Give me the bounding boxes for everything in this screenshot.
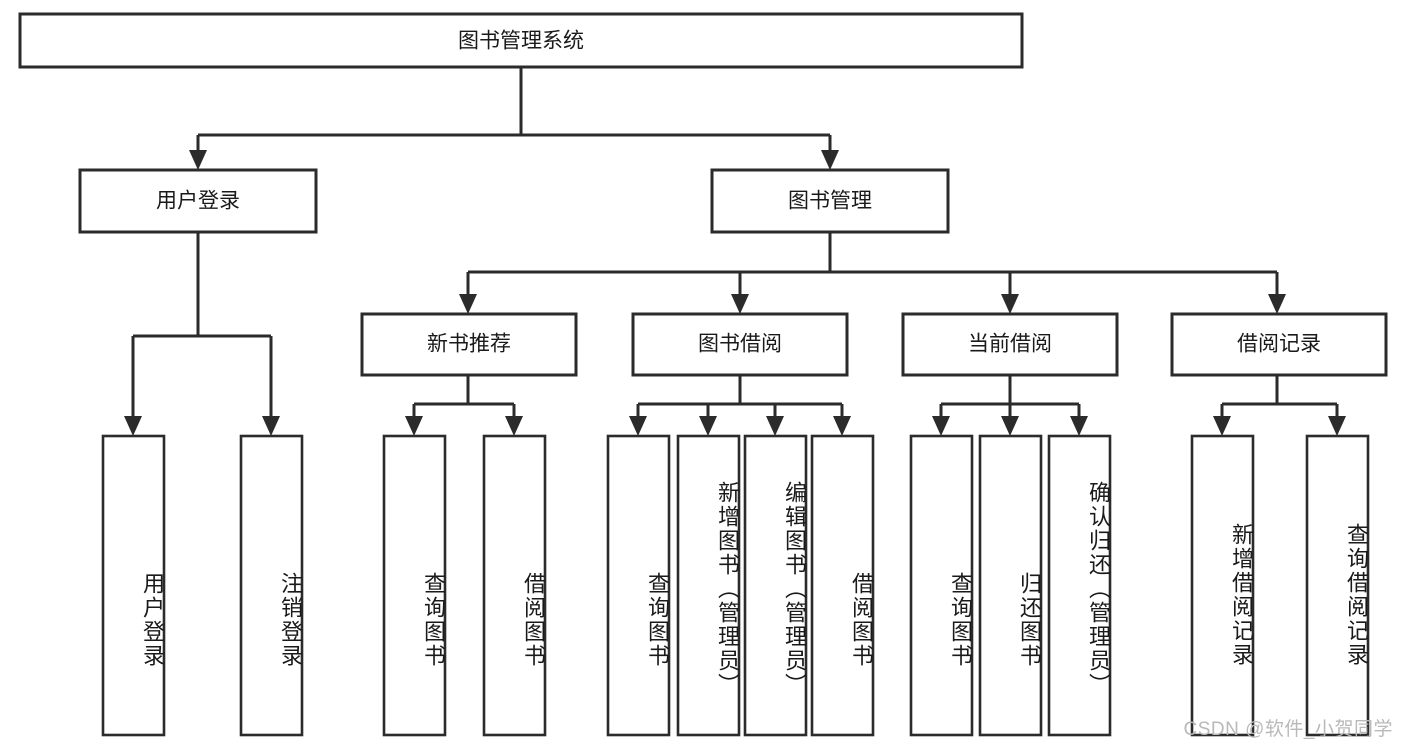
leaf-label-borrow-3: 编辑图书（管理员） (782, 481, 807, 697)
node-user-login[interactable]: 用户登录 (78, 168, 318, 234)
arrowhead-level3-2 (731, 294, 749, 314)
node-book-management-label: 图书管理 (788, 190, 872, 213)
node-current-borrow[interactable]: 当前借阅 (901, 312, 1119, 377)
arrowhead-borrow-leaf-1 (629, 416, 647, 436)
arrowhead-userlogin-leaf-1 (124, 416, 142, 436)
leaf-box-records-1[interactable] (1190, 434, 1255, 737)
leaf-box-records-2[interactable] (1305, 434, 1370, 737)
leaf-label-newbook-2: 借阅图书 (521, 572, 546, 668)
node-borrow-records[interactable]: 借阅记录 (1170, 312, 1388, 377)
arrowhead-level3-4 (1268, 294, 1286, 314)
node-borrow-records-label: 借阅记录 (1237, 333, 1321, 356)
node-layer: 图书管理系统 用户登录 图书管理 新书推荐 图书借阅 当前 (18, 12, 1388, 737)
arrowhead-borrow-leaf-3 (766, 416, 784, 436)
arrowhead-borrow-leaf-4 (833, 416, 851, 436)
leaf-label-borrow-1: 查询图书 (645, 572, 670, 668)
arrowhead-newbook-leaf-1 (405, 416, 423, 436)
node-root[interactable]: 图书管理系统 (18, 12, 1024, 69)
arrowhead-level3-1 (459, 294, 477, 314)
leaf-box-user-login-2[interactable] (239, 434, 304, 737)
leaf-label-current-2: 归还图书 (1017, 572, 1042, 668)
leaf-label-current-3: 确认归还（管理员） (1086, 481, 1111, 697)
leaf-box-user-login-1[interactable] (101, 434, 166, 737)
arrowhead-records-leaf-1 (1213, 416, 1231, 436)
node-book-management[interactable]: 图书管理 (710, 168, 950, 234)
leaf-box-borrow-3[interactable] (743, 434, 808, 737)
leaf-box-borrow-4[interactable] (810, 434, 875, 737)
leaf-box-current-2[interactable] (978, 434, 1043, 737)
leaf-box-newbook-2[interactable] (482, 434, 547, 737)
csdn-watermark: CSDN @软件_小贺同学 (1183, 719, 1393, 740)
leaf-label-current-1: 查询图书 (948, 572, 973, 668)
node-root-label: 图书管理系统 (458, 30, 584, 53)
node-current-borrow-label: 当前借阅 (968, 333, 1052, 356)
arrowhead-book-mgmt (821, 150, 839, 170)
arrowhead-current-leaf-3 (1070, 416, 1088, 436)
arrowhead-level3-3 (1001, 294, 1019, 314)
node-new-book-recommend[interactable]: 新书推荐 (360, 312, 578, 377)
leaf-label-records-1: 新增借阅记录 (1229, 523, 1254, 667)
node-new-book-recommend-label: 新书推荐 (427, 333, 511, 356)
leaf-label-records-2: 查询借阅记录 (1344, 523, 1369, 667)
leaf-label-user-login-2: 注销登录 (278, 572, 303, 668)
leaf-label-user-login-1: 用户登录 (140, 572, 165, 668)
node-book-borrow-label: 图书借阅 (698, 333, 782, 356)
arrowhead-current-leaf-1 (932, 416, 950, 436)
arrowhead-newbook-leaf-2 (505, 416, 523, 436)
arrowhead-user-login (189, 150, 207, 170)
arrowhead-userlogin-leaf-2 (262, 416, 280, 436)
arrowhead-records-leaf-2 (1328, 416, 1346, 436)
connector-layer (124, 67, 1346, 436)
leaf-box-current-1[interactable] (909, 434, 974, 737)
leaf-label-borrow-2: 新增图书（管理员） (715, 481, 740, 697)
leaf-box-borrow-2[interactable] (676, 434, 741, 737)
arrowhead-current-leaf-2 (1001, 416, 1019, 436)
node-user-login-label: 用户登录 (156, 190, 240, 213)
node-book-borrow[interactable]: 图书借阅 (631, 312, 849, 377)
leaf-label-borrow-4: 借阅图书 (849, 572, 874, 668)
leaf-box-newbook-1[interactable] (382, 434, 447, 737)
leaf-box-current-3[interactable] (1047, 434, 1112, 737)
leaf-box-borrow-1[interactable] (606, 434, 671, 737)
leaf-label-newbook-1: 查询图书 (421, 572, 446, 668)
arrowhead-borrow-leaf-2 (699, 416, 717, 436)
